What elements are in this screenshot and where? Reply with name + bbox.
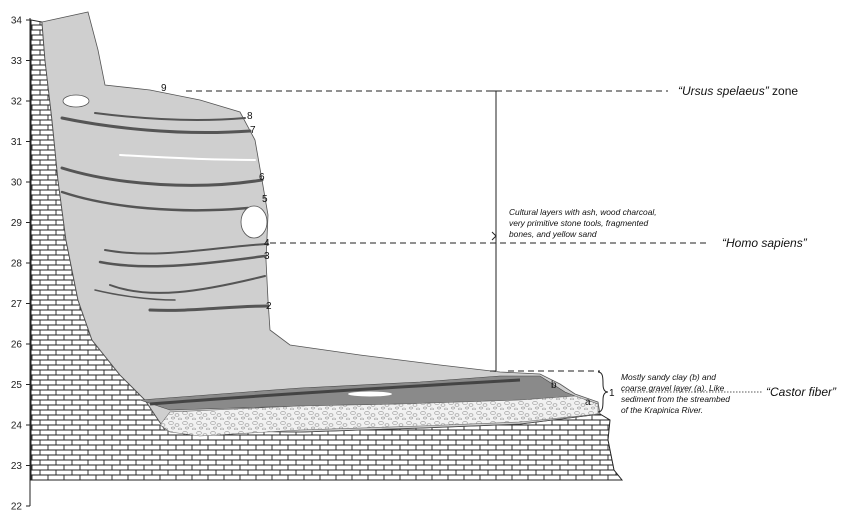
layer-b-dark-streak: [149, 378, 521, 406]
axis-tick-label: 22: [11, 502, 23, 513]
axis-tick-label: 28: [11, 259, 23, 270]
axis-tick-label: 31: [11, 137, 23, 148]
castor-fiber-label: “Castor fiber”: [766, 385, 837, 399]
sediment-body: [41, 11, 601, 433]
layer-b-white-lens: [348, 391, 392, 397]
axis-tick-label: 29: [11, 218, 23, 229]
lower-annotation-line-1: Mostly sandy clay (b) and: [621, 372, 716, 382]
layer-number-4: 4: [264, 238, 270, 249]
axis-tick-label: 24: [11, 421, 23, 432]
vertical-axis: 34 33 32 31 30 29 28 27 26 25 24 23 22: [11, 16, 31, 513]
cultural-annotation-line-2: very primitive stone tools, fragmented: [509, 218, 649, 228]
axis-tick-label: 23: [11, 461, 23, 472]
lower-annotation: Mostly sandy clay (b) and coarse gravel …: [621, 372, 730, 415]
lower-annotation-line-2: coarse gravel layer (a). Like: [621, 383, 725, 393]
axis-tick-label: 30: [11, 178, 23, 189]
axis-tick-label: 33: [11, 56, 23, 67]
layer-numbers: 9 8 7 6 5 4 3 2 b a: [161, 83, 591, 408]
layer-number-9: 9: [161, 83, 167, 94]
layer-number-6: 6: [259, 172, 265, 183]
layer-1-label: 1: [609, 388, 615, 399]
layer-bands: [60, 112, 270, 312]
axis-tick-label: 27: [11, 299, 23, 310]
axis-tick-label: 26: [11, 340, 23, 351]
layer-a-gravel: [159, 395, 599, 437]
layer-number-5: 5: [262, 194, 268, 205]
layer-number-7: 7: [250, 125, 256, 136]
reference-lines: [186, 90, 710, 372]
cultural-annotation-line-1: Cultural layers with ash, wood charcoal,: [509, 207, 657, 217]
cultural-annotation: Cultural layers with ash, wood charcoal,…: [509, 207, 657, 239]
layer-letter-b: b: [551, 380, 557, 391]
layer-number-2: 2: [266, 301, 272, 312]
void-mid: [240, 205, 268, 239]
homo-sapiens-label: “Homo sapiens”: [722, 236, 808, 250]
void-upper: [62, 94, 90, 108]
axis-tick-label: 34: [11, 16, 23, 27]
layer-1-brace: [597, 371, 609, 413]
lower-annotation-line-4: of the Krapinica River.: [621, 405, 703, 415]
axis-tick-label: 25: [11, 380, 23, 391]
layer-number-3: 3: [264, 251, 270, 262]
layer-number-8: 8: [247, 111, 253, 122]
lower-annotation-line-3: sediment from the streambed: [621, 394, 730, 404]
cultural-range-bracket: [490, 90, 497, 372]
cultural-annotation-line-3: bones, and yellow sand: [509, 229, 597, 239]
ursus-zone-label: “Ursus spelaeus” zone: [678, 84, 798, 98]
layer-letter-a: a: [585, 397, 591, 408]
axis-tick-label: 32: [11, 97, 23, 108]
